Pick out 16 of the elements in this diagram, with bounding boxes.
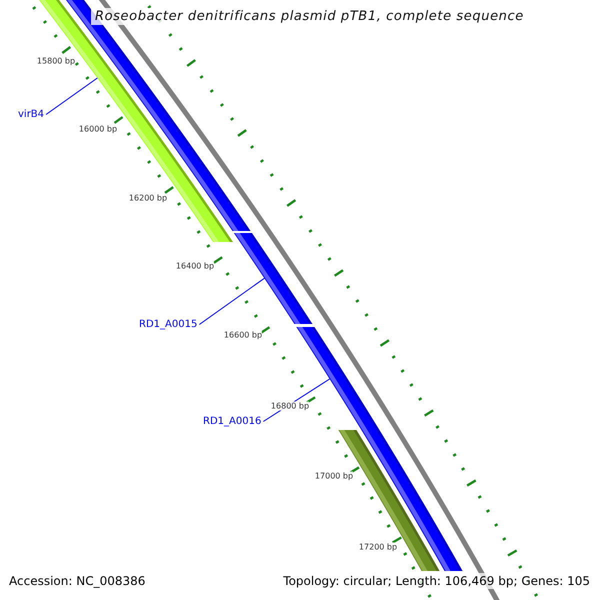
tick-label: 17200 bp: [358, 542, 398, 552]
gene-bar: [234, 233, 312, 324]
tick-label: 16200 bp: [128, 194, 168, 202]
gene-label: virB4: [18, 109, 44, 120]
gene-label: RD1_A0016: [203, 416, 262, 427]
leader-line: [198, 278, 266, 325]
leader-line: [46, 78, 98, 115]
footer-text: Accession: NC_008386: [7, 573, 148, 589]
gene-label: RD1_A0015: [139, 319, 198, 330]
tick-label: 16800 bp: [270, 402, 310, 410]
footer-text: Topology: circular; Length: 106,469 bp; Genes: 105: [281, 573, 592, 589]
tick-label: 15800 bp: [36, 56, 76, 66]
tick-label: 16400 bp: [176, 262, 214, 270]
tick-label: 16000 bp: [78, 124, 118, 134]
tick-label: 17000 bp: [314, 472, 354, 480]
tick-label: 16600 bp: [224, 330, 262, 340]
